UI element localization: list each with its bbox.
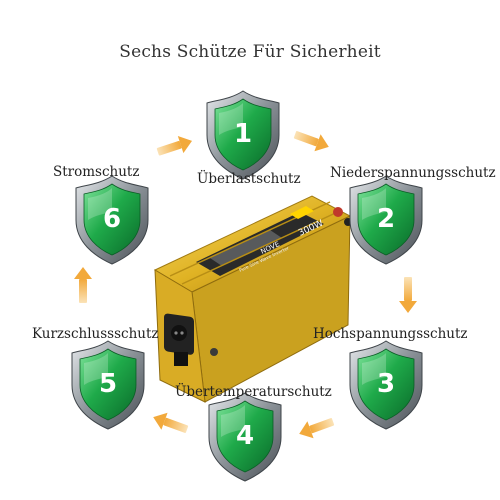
protection-label-6: Stromschutz [53, 164, 140, 180]
arrow-icon [293, 131, 329, 152]
shields: 1 2 3 4 5 6 [71, 90, 423, 482]
shield-icon: 4 [208, 392, 282, 482]
headline: Sechs Schütze Für Sicherheit [119, 42, 381, 62]
protection-label-1: Überlastschutz [197, 171, 301, 187]
shield-icon: 5 [71, 340, 145, 430]
flow-arrows [74, 131, 417, 439]
shield-icon: 2 [349, 175, 423, 265]
protection-label-5: Kurzschlussschutz [32, 326, 159, 342]
shield-icon: 1 [206, 90, 280, 180]
shield-icon: 6 [75, 175, 149, 265]
shield-number: 1 [234, 119, 252, 149]
shield-number: 4 [236, 421, 254, 451]
protection-label-4: Übertemperaturschutz [175, 384, 332, 400]
arrow-icon [299, 418, 335, 439]
shield-number: 5 [99, 369, 117, 399]
protection-label-2: Niederspannungsschutz [330, 165, 496, 181]
shield-icon: 3 [349, 340, 423, 430]
protection-label-3: Hochspannungsschutz [313, 326, 468, 342]
shield-number: 6 [103, 204, 121, 234]
arrow-icon [399, 277, 417, 313]
shield-number: 2 [377, 204, 395, 234]
arrow-icon [74, 267, 92, 303]
inverter-illustration [153, 195, 352, 403]
shield-number: 3 [377, 369, 395, 399]
arrow-icon [156, 135, 193, 156]
arrow-icon [153, 412, 189, 433]
